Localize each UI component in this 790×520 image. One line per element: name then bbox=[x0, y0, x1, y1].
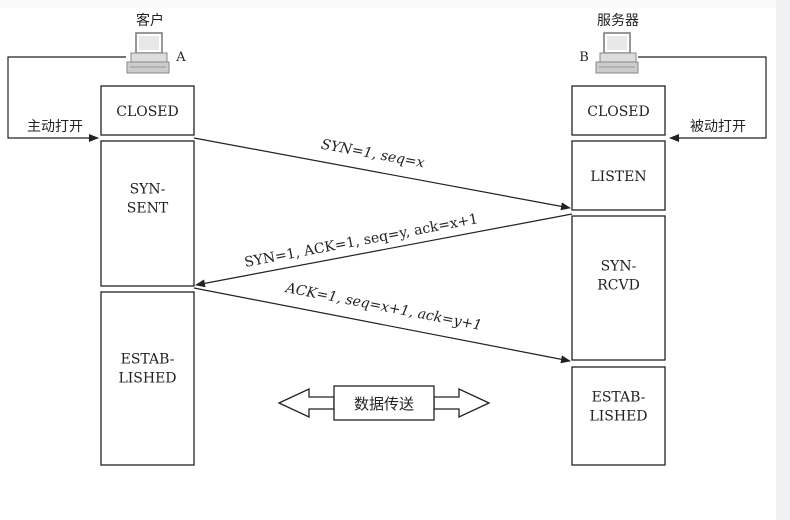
message-3-label: ACK=1, seq=x+1, ack=y+1 bbox=[282, 280, 483, 334]
server-computer-icon bbox=[595, 32, 639, 74]
client-label: A bbox=[175, 50, 186, 65]
message-2-arrow bbox=[195, 213, 573, 288]
data-transfer-double-arrow bbox=[277, 385, 491, 421]
message-2-label: SYN=1, ACK=1, seq=y, ack=x+1 bbox=[243, 211, 479, 271]
server-state-established bbox=[571, 366, 666, 466]
data-transfer-label: 数据传送 bbox=[354, 395, 414, 413]
server-state-closed bbox=[571, 85, 666, 136]
server-state-listen bbox=[571, 140, 666, 211]
server-state-syn-rcvd bbox=[571, 215, 666, 361]
server-state-established-label: ESTAB-LISHED bbox=[589, 390, 647, 425]
client-title: 客户 bbox=[136, 12, 164, 29]
server-state-closed-label: CLOSED bbox=[587, 104, 650, 120]
client-state-established-label: ESTAB-LISHED bbox=[118, 352, 176, 387]
client-state-established bbox=[100, 291, 195, 466]
message-1-arrow bbox=[193, 137, 571, 211]
server-label: B bbox=[579, 50, 589, 65]
active-open-connector bbox=[7, 56, 126, 142]
client-computer-icon bbox=[126, 32, 170, 74]
top-strip bbox=[0, 0, 790, 8]
active-open-label: 主动打开 bbox=[27, 118, 83, 135]
client-state-syn-sent bbox=[100, 140, 195, 287]
passive-open-connector bbox=[638, 56, 767, 142]
passive-open-label: 被动打开 bbox=[690, 118, 746, 135]
right-edge-strip bbox=[776, 0, 790, 520]
client-state-closed bbox=[100, 85, 195, 136]
server-title: 服务器 bbox=[597, 13, 639, 29]
message-1-label: SYN=1, seq=x bbox=[320, 137, 426, 172]
client-state-syn-sent-label: SYN-SENT bbox=[127, 182, 169, 217]
server-state-syn-rcvd-label: SYN-RCVD bbox=[597, 259, 640, 294]
server-state-listen-label: LISTEN bbox=[590, 169, 646, 185]
message-3-arrow bbox=[193, 287, 571, 364]
client-state-closed-label: CLOSED bbox=[116, 104, 179, 120]
